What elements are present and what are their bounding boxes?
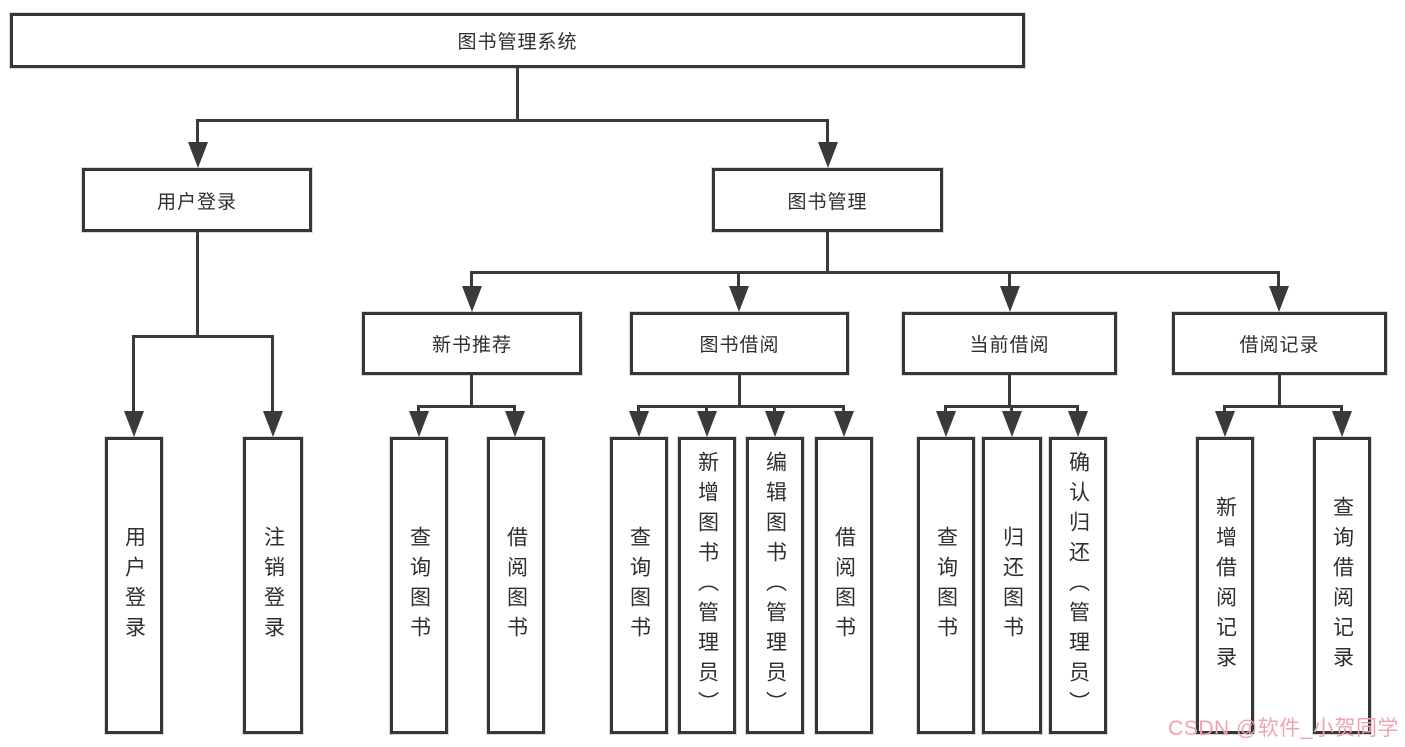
node-leaf-borrow-book-label: 借阅图书 [832, 525, 856, 646]
node-leaf-query-book-recommend: 查询图书 [390, 437, 448, 734]
connector-vline [826, 232, 829, 274]
node-user-login-label: 用户登录 [156, 191, 237, 213]
node-leaf-borrow-book-recommend-label: 借阅图书 [504, 525, 528, 646]
arrow-down-icon [263, 411, 283, 437]
node-borrow-records-label: 借阅记录 [1239, 335, 1320, 356]
node-leaf-borrow-book-recommend: 借阅图书 [487, 437, 545, 734]
node-leaf-query-borrow-record-label: 查询借阅记录 [1330, 495, 1354, 676]
node-leaf-add-book-admin: 新增图书（管理员） [678, 437, 736, 734]
node-borrow-records: 借阅记录 [1172, 312, 1387, 375]
arrow-down-icon [1068, 411, 1088, 437]
node-leaf-logout-label: 注销登录 [261, 525, 285, 646]
arrow-down-icon [834, 411, 854, 437]
connector-vline [944, 405, 947, 414]
connector-vline [132, 335, 135, 413]
connector-vline [738, 375, 741, 408]
node-leaf-add-borrow-record-label: 新增借阅记录 [1213, 495, 1237, 676]
node-leaf-borrow-book: 借阅图书 [815, 437, 873, 734]
connector-vline [1008, 375, 1011, 408]
arrow-down-icon [505, 411, 525, 437]
connector-vline [737, 271, 740, 289]
node-root-label: 图书管理系统 [457, 32, 578, 53]
node-leaf-query-book-recommend-label: 查询图书 [407, 525, 431, 646]
node-leaf-confirm-return-admin: 确认归还（管理员） [1049, 437, 1107, 734]
arrow-down-icon [765, 411, 785, 437]
connector-vline [513, 405, 516, 414]
node-book-borrow: 图书借阅 [630, 312, 849, 375]
connector-vline [1010, 405, 1013, 414]
connector-hline [132, 335, 274, 338]
connector-vline [196, 119, 199, 145]
connector-vline [417, 405, 420, 414]
node-current-borrow-label: 当前借阅 [969, 335, 1050, 356]
connector-vline [1277, 271, 1280, 289]
node-leaf-confirm-return-admin-label: 确认归还（管理员） [1066, 450, 1090, 721]
csdn-watermark: CSDN @软件_小贺同学 [1168, 717, 1399, 740]
node-current-borrow: 当前借阅 [902, 312, 1117, 375]
arrow-down-icon [1332, 411, 1352, 437]
node-new-book-recommend: 新书推荐 [362, 312, 582, 375]
connector-vline [470, 271, 473, 289]
arrow-down-icon [409, 411, 429, 437]
arrow-down-icon [818, 142, 838, 168]
node-leaf-add-borrow-record: 新增借阅记录 [1196, 437, 1254, 734]
node-book-management-label: 图书管理 [787, 191, 868, 213]
connector-vline [196, 232, 199, 338]
node-book-borrow-label: 图书借阅 [699, 335, 780, 356]
connector-vline [470, 375, 473, 408]
node-user-login: 用户登录 [82, 168, 312, 232]
connector-vline [1008, 271, 1011, 289]
connector-vline [516, 68, 519, 119]
connector-vline [1278, 375, 1281, 408]
arrow-down-icon [1002, 411, 1022, 437]
connector-vline [705, 405, 708, 414]
node-leaf-return-book: 归还图书 [982, 437, 1042, 734]
node-leaf-query-book-borrow: 查询图书 [610, 437, 668, 734]
connector-vline [1340, 405, 1343, 414]
node-leaf-edit-book-admin-label: 编辑图书（管理员） [763, 450, 787, 721]
node-leaf-logout: 注销登录 [243, 437, 303, 734]
arrow-down-icon [1000, 286, 1020, 312]
arrow-down-icon [697, 411, 717, 437]
node-leaf-user-login-label: 用户登录 [122, 525, 146, 646]
connector-vline [773, 405, 776, 414]
node-leaf-query-book-current-label: 查询图书 [934, 525, 958, 646]
connector-vline [842, 405, 845, 414]
connector-hline [196, 119, 829, 122]
connector-vline [637, 405, 640, 414]
node-book-management: 图书管理 [712, 168, 943, 232]
node-leaf-add-book-admin-label: 新增图书（管理员） [695, 450, 719, 721]
arrow-down-icon [629, 411, 649, 437]
connector-hline [470, 271, 1280, 274]
node-leaf-query-book-borrow-label: 查询图书 [627, 525, 651, 646]
node-new-book-recommend-label: 新书推荐 [431, 335, 512, 356]
connector-hline [637, 405, 845, 408]
node-leaf-query-borrow-record: 查询借阅记录 [1313, 437, 1371, 734]
node-leaf-user-login: 用户登录 [105, 437, 163, 734]
connector-vline [1223, 405, 1226, 414]
arrow-down-icon [1269, 286, 1289, 312]
node-leaf-query-book-current: 查询图书 [917, 437, 975, 734]
arrow-down-icon [729, 286, 749, 312]
connector-vline [271, 335, 274, 413]
arrow-down-icon [1215, 411, 1235, 437]
arrow-down-icon [462, 286, 482, 312]
arrow-down-icon [936, 411, 956, 437]
connector-vline [826, 119, 829, 145]
connector-hline [417, 405, 516, 408]
node-root: 图书管理系统 [10, 13, 1025, 68]
connector-hline [1223, 405, 1343, 408]
arrow-down-icon [124, 411, 144, 437]
node-leaf-return-book-label: 归还图书 [1000, 525, 1024, 646]
node-leaf-edit-book-admin: 编辑图书（管理员） [746, 437, 804, 734]
arrow-down-icon [188, 142, 208, 168]
connector-vline [1076, 405, 1079, 414]
